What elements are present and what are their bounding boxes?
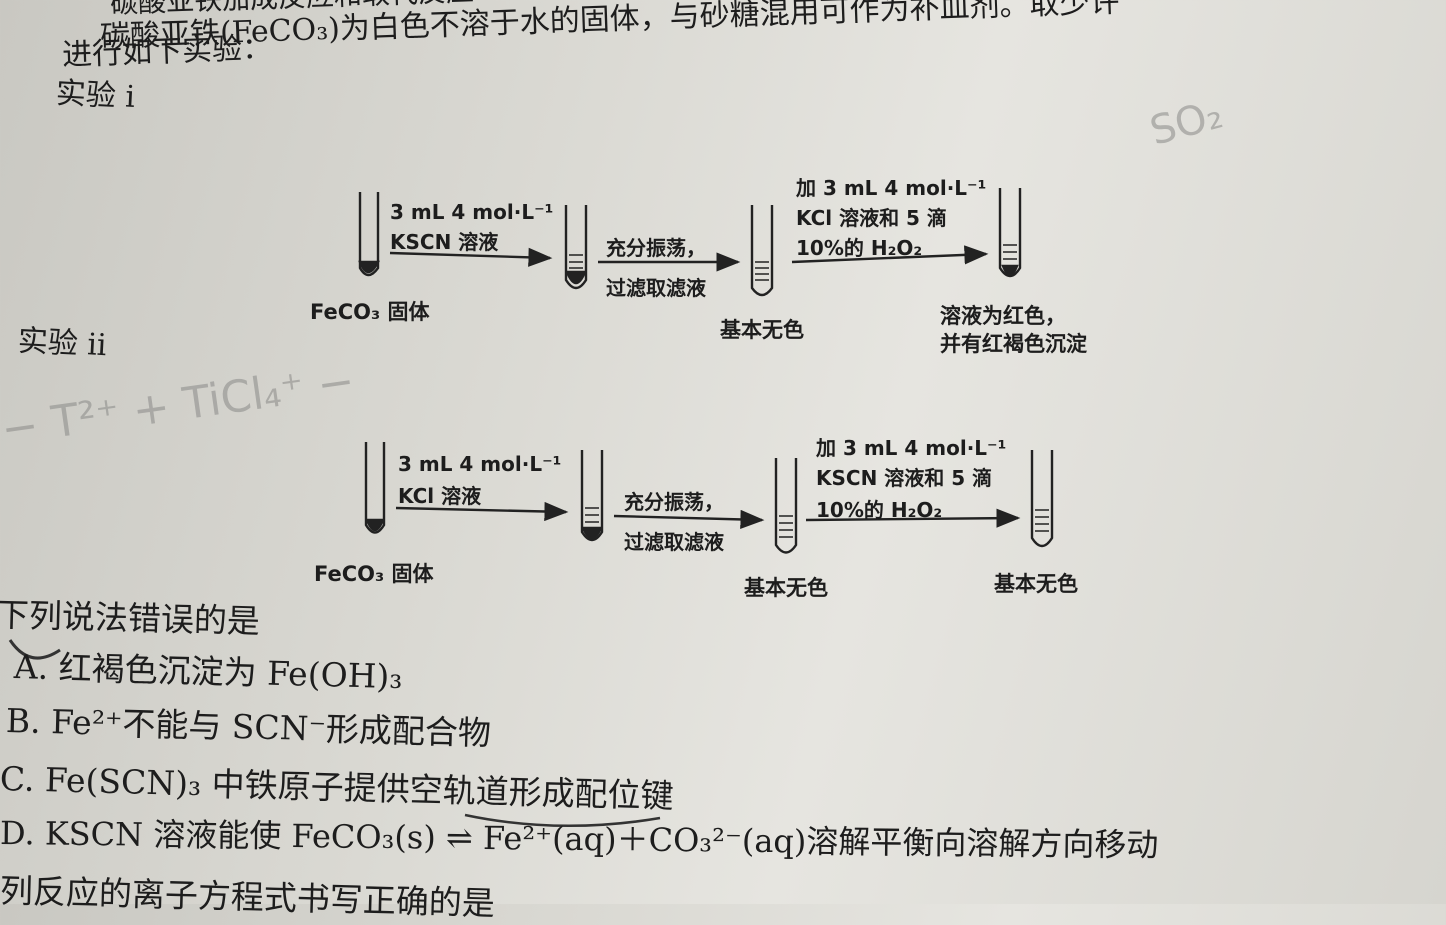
exp1-observation-2-line1: 溶液为红色，: [940, 304, 1066, 328]
exp1-reagent2-line2: KCl 溶液和 5 滴: [796, 206, 947, 230]
exp1-step-line1: 充分振荡，: [606, 236, 706, 260]
check-mark-icon: [8, 639, 61, 660]
test-tube-icon: [358, 192, 380, 277]
test-tube-icon: [998, 188, 1022, 278]
experiment-diagram: [8, 188, 1054, 828]
exp2-reagent2-line3: 10%的 H₂O₂: [816, 498, 943, 522]
exp1-reagent2-line1: 加 3 mL 4 mol·L⁻¹: [796, 176, 987, 200]
arrow-icon: [389, 247, 553, 267]
exp2-step-line1: 充分振荡，: [624, 490, 724, 514]
arrow-icon: [791, 245, 989, 265]
exp2-reagent2-line2: KSCN 溶液和 5 滴: [816, 466, 993, 490]
question-stem: 下列说法错误的是: [0, 595, 261, 641]
test-tube-icon: [774, 458, 798, 554]
test-tube-icon: [580, 450, 604, 542]
exp1-reagent-line1: 3 mL 4 mol·L⁻¹: [390, 200, 554, 224]
arrow-icon: [613, 509, 765, 530]
test-tube-icon: [750, 205, 774, 297]
test-tube-icon: [564, 205, 588, 290]
test-tube-icon: [364, 442, 386, 534]
exp2-observation-2: 基本无色: [994, 572, 1078, 596]
exp1-observation-2-line2: 并有红褐色沉淀: [940, 332, 1087, 356]
exp2-reagent2-line1: 加 3 mL 4 mol·L⁻¹: [816, 436, 1007, 460]
exp1-observation-1: 基本无色: [720, 318, 804, 342]
exp2-reagent-line2: KCl 溶液: [398, 484, 482, 508]
arrow-icon: [395, 501, 569, 522]
option-a: A. 红褐色沉淀为 Fe(OH)₃: [13, 647, 404, 697]
underline-mark: [464, 813, 661, 828]
test-tube-icon: [1030, 450, 1054, 548]
exp2-reagent-line1: 3 mL 4 mol·L⁻¹: [398, 452, 562, 476]
exp2-step-line2: 过滤取滤液: [624, 530, 724, 554]
exp1-reagent-line2: KSCN 溶液: [390, 230, 499, 254]
exp1-solid-label: FeCO₃ 固体: [310, 300, 430, 324]
experiment-2-title: 实验 ii: [16, 323, 108, 364]
exp2-solid-label: FeCO₃ 固体: [314, 562, 434, 586]
exp1-reagent2-line3: 10%的 H₂O₂: [796, 236, 923, 260]
exp1-step-line2: 过滤取滤液: [606, 276, 706, 300]
arrow-icon: [805, 508, 1021, 528]
exp2-observation-1: 基本无色: [744, 576, 828, 600]
